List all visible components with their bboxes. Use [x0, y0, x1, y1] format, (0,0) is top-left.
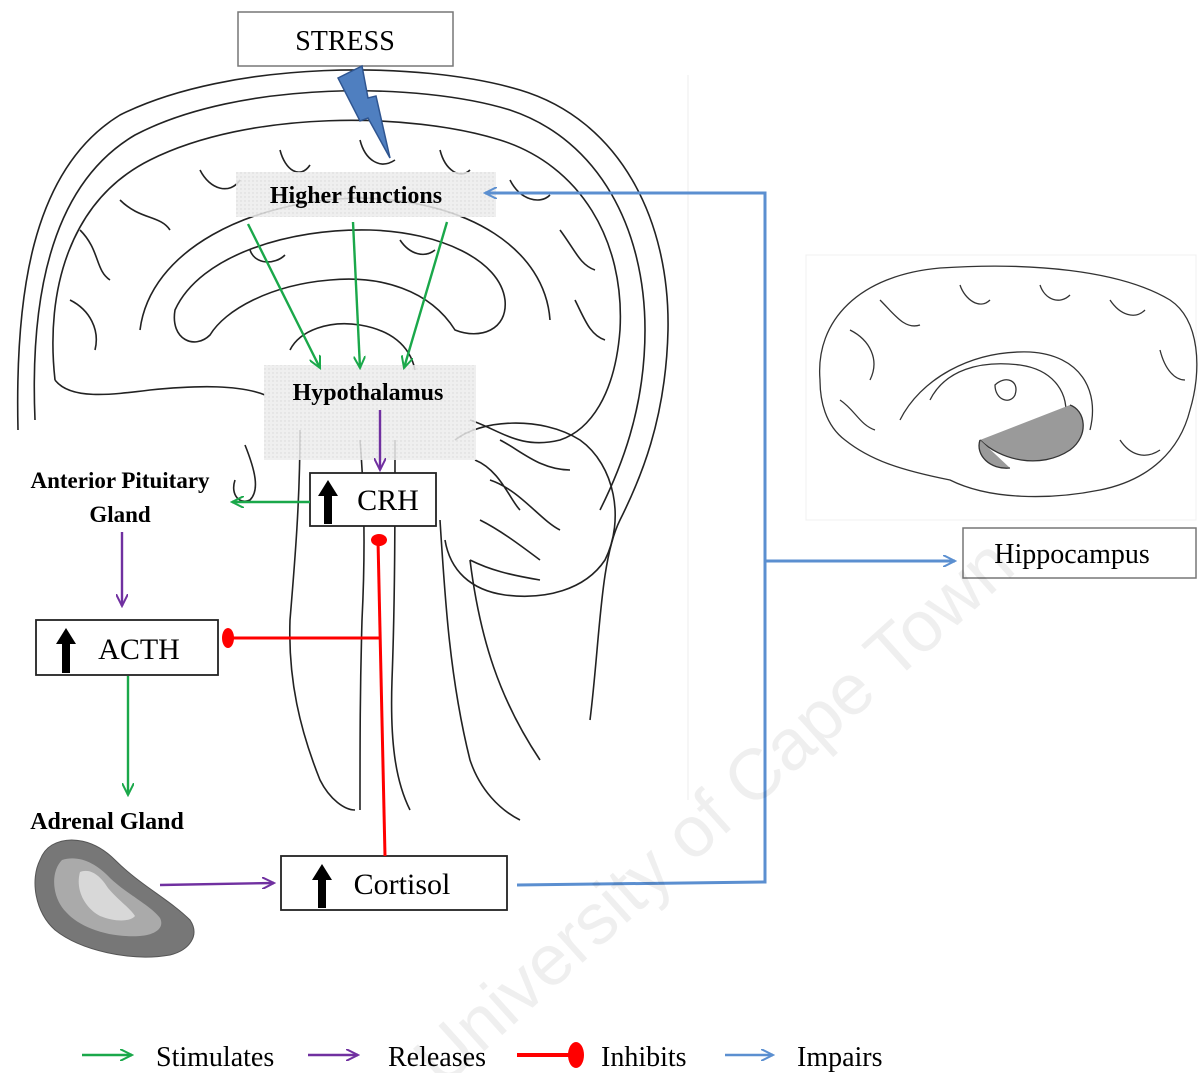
stimulates-arrow-1: [248, 224, 320, 368]
legend: Stimulates Releases Inhibits Impairs: [82, 1042, 883, 1073]
legend-stimulates-label: Stimulates: [156, 1042, 274, 1073]
stimulates-arrow-3: [404, 222, 447, 368]
legend-inhibits-label: Inhibits: [601, 1042, 687, 1073]
stimulates-arrow-2: [353, 222, 360, 368]
cortisol-label: Cortisol: [354, 868, 451, 901]
hypothalamus-label: Hypothalamus: [293, 380, 444, 406]
hippocampus-panel-border: [806, 255, 1196, 520]
releases-arrow-cortisol: [160, 883, 274, 885]
legend-releases-label: Releases: [388, 1042, 486, 1073]
stress-label: STRESS: [295, 26, 395, 57]
anterior-pituitary-label-2: Gland: [89, 502, 151, 527]
legend-impairs-label: Impairs: [797, 1042, 883, 1073]
inhibits-feedback: [222, 534, 387, 856]
higher-functions-label: Higher functions: [270, 183, 442, 209]
hippocampus-brain-illustration: [820, 266, 1197, 496]
watermark: University of Cape Town: [399, 523, 1028, 1073]
anterior-pituitary-label: Anterior Pituitary: [30, 468, 210, 493]
acth-label: ACTH: [98, 633, 180, 666]
hippocampus-label: Hippocampus: [994, 539, 1150, 570]
legend-inhibits-cap: [568, 1042, 584, 1068]
adrenal-gland-illustration: [35, 840, 194, 957]
adrenal-gland-label: Adrenal Gland: [30, 809, 184, 835]
stress-bolt-icon: [338, 66, 390, 158]
crh-label: CRH: [357, 484, 419, 517]
